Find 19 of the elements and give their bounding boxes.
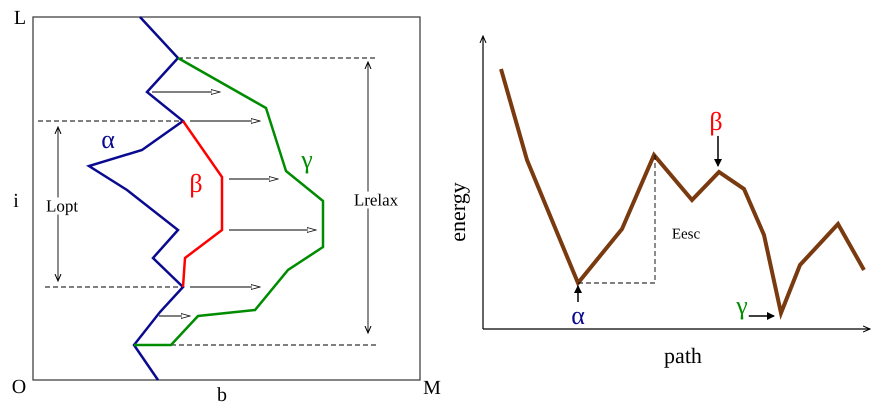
curve-label: γ [736, 291, 748, 320]
axis-label: i [13, 191, 19, 211]
axis-label: M [423, 378, 441, 398]
arrow [574, 285, 582, 302]
arrow [714, 136, 722, 167]
arrow [748, 312, 775, 320]
axis-label: b [217, 385, 227, 404]
curve-label: β [709, 107, 723, 136]
curve-label: α [571, 301, 585, 330]
curve-label: α [101, 127, 115, 153]
axis-label: O [12, 377, 26, 397]
dimension-label: Lopt [46, 198, 78, 214]
dimension-label: Lrelax [354, 192, 398, 208]
axis-label: L [14, 8, 26, 28]
axis-title: energy [447, 182, 469, 242]
curve-label: β [189, 171, 203, 197]
energy-barrier-label: Eesc [672, 228, 700, 242]
axis-title: path [664, 345, 702, 367]
curve-label: γ [301, 147, 313, 173]
